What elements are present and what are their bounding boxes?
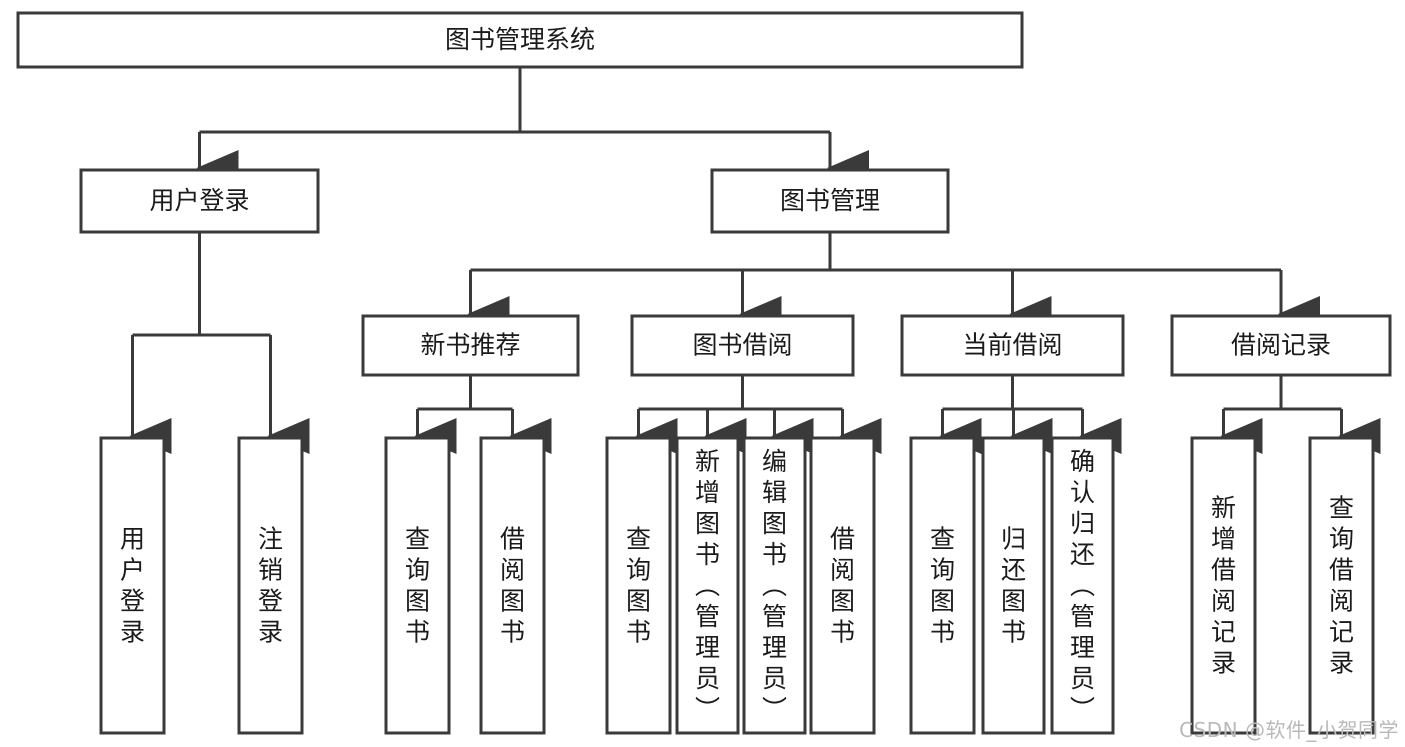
leaf-node[interactable]: 借阅图书 bbox=[809, 436, 876, 735]
leaf-node-label: 归还图书 bbox=[1001, 525, 1026, 647]
leaf-node[interactable]: 借阅图书 bbox=[479, 436, 546, 735]
level2-node-label: 图书管理 bbox=[780, 186, 880, 215]
leaf-node-label: 确认归还︵管理员︶ bbox=[1070, 447, 1095, 724]
leaf-node[interactable]: 查询图书 bbox=[909, 436, 976, 735]
leaf-node[interactable]: 新增图书︵管理员︶ bbox=[675, 436, 740, 735]
root-node-label: 图书管理系统 bbox=[445, 25, 595, 54]
root-node[interactable]: 图书管理系统 bbox=[16, 11, 1024, 69]
leaf-node-label: 用户登录 bbox=[120, 525, 145, 647]
nodes-layer: 图书管理系统用户登录图书管理新书推荐图书借阅当前借阅借阅记录用户登录注销登录查询… bbox=[16, 11, 1392, 735]
level3-node-label: 图书借阅 bbox=[692, 331, 792, 360]
level2-node[interactable]: 用户登录 bbox=[79, 168, 320, 234]
leaf-node-label: 新增借阅记录 bbox=[1211, 494, 1236, 678]
leaf-node[interactable]: 确认归还︵管理员︶ bbox=[1050, 436, 1115, 735]
level3-node[interactable]: 当前借阅 bbox=[900, 314, 1125, 377]
leaf-node-label: 编辑图书︵管理员︶ bbox=[762, 447, 787, 724]
leaf-node[interactable]: 用户登录 bbox=[99, 436, 166, 735]
leaf-node[interactable]: 查询图书 bbox=[384, 436, 451, 735]
leaf-node-label: 查询图书 bbox=[930, 525, 955, 647]
level3-node-label: 新书推荐 bbox=[420, 331, 520, 360]
level2-node[interactable]: 图书管理 bbox=[710, 168, 950, 234]
edges-layer bbox=[129, 67, 1381, 454]
leaf-node[interactable]: 新增借阅记录 bbox=[1190, 436, 1257, 735]
leaf-node[interactable]: 编辑图书︵管理员︶ bbox=[742, 436, 807, 735]
leaf-node-label: 注销登录 bbox=[258, 525, 283, 647]
leaf-node[interactable]: 查询图书 bbox=[605, 436, 672, 735]
leaf-node-label: 借阅图书 bbox=[830, 525, 855, 647]
level3-node-label: 当前借阅 bbox=[962, 331, 1062, 360]
leaf-node-label: 新增图书︵管理员︶ bbox=[695, 447, 720, 724]
level3-node[interactable]: 图书借阅 bbox=[630, 314, 855, 377]
leaf-node-label: 借阅图书 bbox=[500, 525, 525, 647]
leaf-node[interactable]: 归还图书 bbox=[981, 436, 1046, 735]
level3-node[interactable]: 新书推荐 bbox=[361, 314, 580, 377]
leaf-node-label: 查询借阅记录 bbox=[1329, 494, 1354, 678]
level3-node[interactable]: 借阅记录 bbox=[1170, 314, 1392, 377]
leaf-node[interactable]: 查询借阅记录 bbox=[1308, 436, 1375, 735]
leaf-node-label: 查询图书 bbox=[626, 525, 651, 647]
leaf-node-label: 查询图书 bbox=[405, 525, 430, 647]
level3-node-label: 借阅记录 bbox=[1231, 331, 1331, 360]
leaf-node[interactable]: 注销登录 bbox=[237, 436, 304, 735]
level2-node-label: 用户登录 bbox=[149, 186, 249, 215]
